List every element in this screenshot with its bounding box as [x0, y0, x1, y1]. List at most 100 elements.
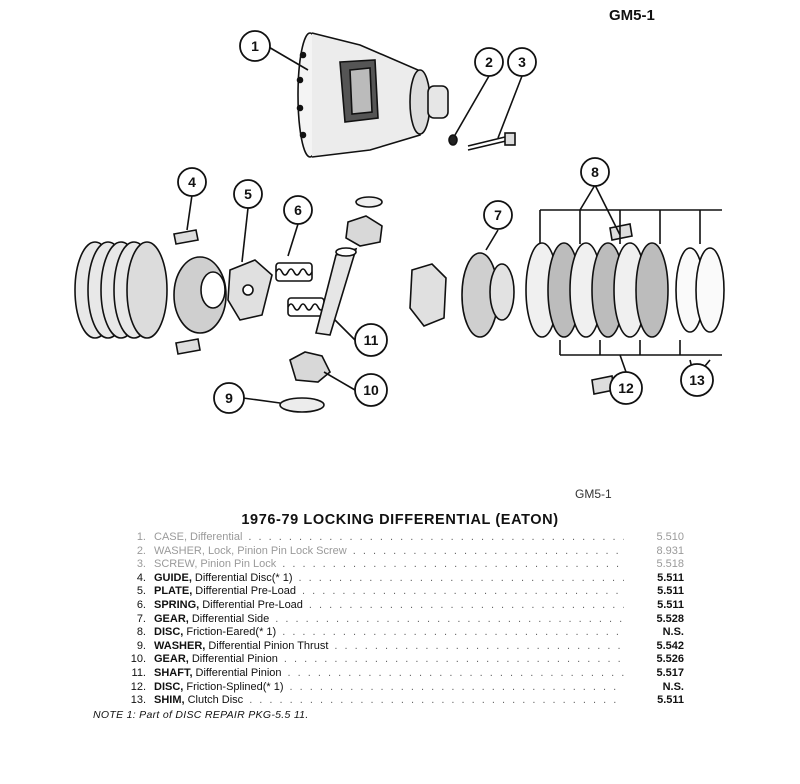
callout-10: 10 — [363, 382, 379, 398]
part-code: 5.510 — [656, 531, 684, 543]
part-description: Friction-Eared(* 1) — [186, 626, 277, 639]
leader-dots — [284, 681, 624, 693]
leader-2 — [454, 75, 490, 136]
part-description: Differential Pinion — [191, 653, 278, 666]
part-name: WASHER, — [154, 639, 206, 652]
part-code: 5.518 — [656, 558, 684, 571]
parts-list-title: 1976-79 LOCKING DIFFERENTIAL (EATON) — [241, 512, 559, 528]
part-number: 2. — [136, 544, 146, 557]
part-description: Differential — [190, 531, 243, 543]
leader-7 — [485, 229, 499, 251]
part-description: Differential Pre-Load — [195, 585, 296, 598]
part-code: 5.542 — [656, 639, 684, 652]
parts-list-item: 2.WASHER,Lock, Pinion Pin Lock Screw8.93… — [100, 545, 684, 559]
leader-dots — [303, 599, 624, 611]
eared-disc-guide-drawing — [609, 223, 633, 241]
callout-5: 5 — [244, 186, 252, 202]
parts-list-item: 6.SPRING,Differential Pre-Load5.511 — [100, 599, 684, 613]
part-code: 5.511 — [657, 571, 684, 584]
callout-11: 11 — [364, 332, 379, 348]
leader-6 — [287, 223, 299, 257]
parts-list-item: 1. CASE,Differential 5.510 — [100, 531, 684, 545]
parts-list-item: 5. PLATE,Differential Pre-Load 5.511 — [100, 585, 684, 599]
thrust-washer-drawing — [279, 397, 325, 413]
callout-1: 1 — [251, 38, 259, 54]
diagram-code-top: GM5-1 — [609, 7, 655, 24]
leader-dots — [328, 640, 624, 652]
part-name: DISC, — [154, 680, 184, 693]
leader-dots — [242, 531, 624, 543]
leader-dots — [278, 653, 624, 665]
part-number: 12. — [130, 680, 146, 693]
part-number: 10. — [130, 653, 146, 666]
parts-list-item: 11. SHAFT,Differential Pinion 5.517 — [100, 667, 684, 681]
leader-dots — [293, 572, 624, 584]
part-description: Friction-Splined(* 1) — [186, 680, 284, 693]
part-name: GUIDE, — [154, 571, 192, 584]
leader-1 — [266, 45, 309, 71]
callout-7: 7 — [494, 207, 502, 223]
leader-dots — [282, 667, 624, 679]
part-name: PLATE, — [154, 585, 193, 598]
part-number: 11. — [131, 666, 146, 679]
part-name: SHAFT, — [154, 666, 193, 679]
callout-circles — [177, 30, 714, 414]
part-number: 1. — [136, 531, 146, 543]
leader-dots — [276, 558, 624, 570]
right-disc-stack-drawing — [525, 242, 725, 338]
part-code: 5.511 — [657, 585, 684, 598]
callout-9: 9 — [225, 390, 233, 406]
preload-spring-lower-drawing — [287, 297, 325, 317]
right-side-gear-drawing — [461, 252, 515, 338]
left-clutch-pack-drawing — [74, 241, 168, 339]
callout-3: 3 — [518, 54, 526, 70]
part-number: 13. — [130, 694, 146, 707]
part-number: 4. — [136, 571, 146, 584]
leader-3 — [497, 75, 523, 139]
part-code: N.S. — [662, 680, 684, 693]
part-description: Differential Disc(* 1) — [194, 571, 293, 584]
callout-6: 6 — [294, 202, 302, 218]
parts-list-item: 7.GEAR,Differential Side5.528 — [100, 613, 684, 627]
part-code: 5.517 — [656, 666, 684, 679]
leader-10 — [323, 371, 356, 391]
right-preload-plate-drawing — [409, 263, 447, 327]
parts-list-item: 10.GEAR,Differential Pinion5.526 — [100, 653, 684, 667]
leader-dots — [243, 694, 624, 706]
parts-list-item: 3.SCREW,Pinion Pin Lock5.518 — [100, 558, 684, 572]
part-code: 5.511 — [657, 694, 684, 707]
part-number: 7. — [136, 612, 146, 625]
part-code: 8.931 — [656, 544, 684, 557]
part-code: 5.511 — [657, 598, 684, 611]
part-description: Lock, Pinion Pin Lock Screw — [207, 544, 347, 557]
part-number: 3. — [136, 558, 146, 571]
part-code: N.S. — [662, 626, 684, 639]
pin-lock-screw-drawing — [467, 132, 516, 151]
part-name: CASE, — [154, 531, 188, 543]
callout-12: 12 — [618, 380, 634, 396]
left-side-gear-drawing — [173, 256, 227, 334]
part-name: DISC, — [154, 626, 184, 639]
part-description: Differential Side — [191, 612, 270, 625]
parts-list-item: 4. GUIDE,Differential Disc(* 1) 5.511 — [100, 572, 684, 586]
diagram-code-bottom: GM5-1 — [575, 487, 612, 501]
parts-list-item: 13.SHIM,Clutch Disc5.511 — [100, 694, 684, 708]
part-number: 5. — [136, 585, 146, 598]
pinion-shaft-drawing — [315, 247, 358, 336]
part-name: SHIM, — [154, 694, 185, 707]
leader-5 — [241, 207, 249, 263]
bracket-8 — [539, 184, 722, 244]
part-name: GEAR, — [154, 653, 189, 666]
leader-9 — [242, 397, 281, 404]
part-number: 6. — [136, 598, 146, 611]
pinion-gear-upper-drawing — [345, 196, 383, 247]
part-description: Differential Pinion — [195, 666, 282, 679]
callout-4: 4 — [188, 174, 196, 190]
disc-guide-lower-drawing — [175, 338, 201, 355]
leader-dots — [276, 626, 624, 638]
exploded-diagram: 1 2 3 4 5 6 7 8 9 10 11 12 13 — [74, 30, 725, 414]
leader-11 — [334, 319, 356, 341]
part-description: Pinion Pin Lock — [200, 558, 277, 571]
callout-8: 8 — [591, 164, 599, 180]
